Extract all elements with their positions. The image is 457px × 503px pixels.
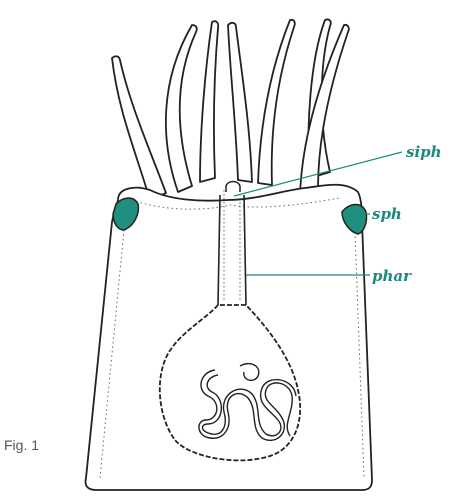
tentacles <box>111 18 350 201</box>
leader-siph <box>233 151 403 197</box>
label-phar: phar <box>372 267 412 285</box>
figure-caption: Fig. 1 <box>4 437 40 453</box>
tentacle <box>227 21 253 183</box>
label-siph: siph <box>406 143 442 161</box>
leader-lines <box>233 151 403 276</box>
tentacle <box>257 18 296 186</box>
sphincter-left <box>112 197 140 231</box>
intestine-coils <box>198 362 297 441</box>
tentacle <box>111 55 167 201</box>
sphincter-right <box>341 203 368 235</box>
tentacle <box>164 24 198 193</box>
label-sph: sph <box>372 205 402 223</box>
pharynx <box>217 180 247 306</box>
gut-sac <box>158 304 302 462</box>
siphon <box>225 180 241 192</box>
tentacle <box>199 20 220 183</box>
tentacle <box>299 23 350 196</box>
